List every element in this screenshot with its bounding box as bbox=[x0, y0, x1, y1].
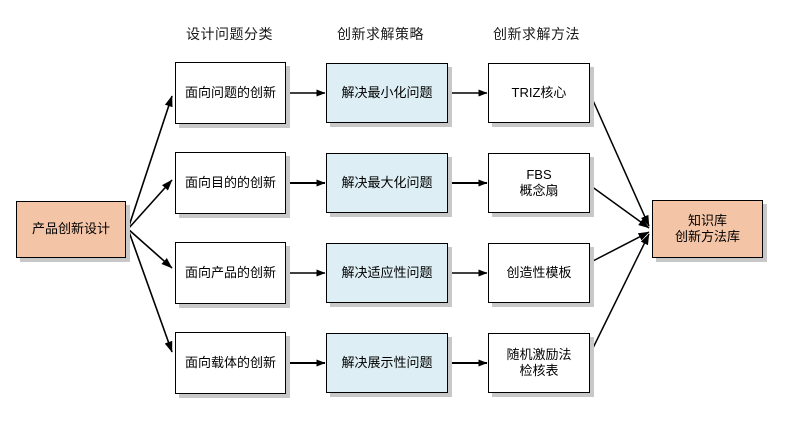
node-solve-maximization-problem[interactable]: 解决最大化问题 bbox=[326, 153, 448, 213]
node-random-stimulus-checklist[interactable]: 随机激励法 检核表 bbox=[488, 333, 590, 393]
node-label-group: 创造性模板 bbox=[506, 265, 571, 281]
edge-group-col1-col2 bbox=[287, 89, 326, 367]
node-knowledge-base-innovation-method-base[interactable]: 知识库 创新方法库 bbox=[652, 200, 763, 258]
node-label: 产品创新设计 bbox=[31, 221, 110, 237]
node-label-line2: 检核表 bbox=[519, 363, 559, 378]
edge-group-fanout bbox=[127, 95, 173, 353]
node-label: 面向载体的创新 bbox=[184, 354, 276, 370]
edge-row2-to-target bbox=[590, 185, 650, 229]
edge-source-to-row3 bbox=[127, 228, 173, 269]
node-creative-template[interactable]: 创造性模板 bbox=[488, 243, 590, 303]
column-header-innovation-solving-strategy: 创新求解策略 bbox=[337, 26, 424, 42]
edge-row1-to-target bbox=[590, 95, 650, 227]
node-product-oriented-innovation[interactable]: 面向产品的创新 bbox=[175, 242, 286, 304]
column-header-innovation-solving-method: 创新求解方法 bbox=[493, 26, 580, 42]
column-header-design-problem-category: 设计问题分类 bbox=[186, 26, 273, 42]
node-solve-presentation-problem[interactable]: 解决展示性问题 bbox=[326, 333, 448, 393]
node-label-line1: FBS bbox=[526, 166, 552, 182]
node-label-group: TRIZ核心 bbox=[512, 85, 567, 101]
node-label-group: FBS 概念扇 bbox=[519, 167, 558, 200]
node-label-line1: 随机激励法 bbox=[506, 346, 572, 362]
edge-source-to-row4 bbox=[127, 228, 173, 353]
node-label: 面向问题的创新 bbox=[184, 84, 276, 100]
node-label-group: 随机激励法 检核表 bbox=[506, 347, 571, 380]
node-triz-core[interactable]: TRIZ核心 bbox=[488, 63, 590, 123]
edge-row4-to-target bbox=[590, 233, 650, 353]
node-label-group: 知识库 创新方法库 bbox=[675, 213, 740, 246]
node-label: 解决最大化问题 bbox=[341, 174, 433, 190]
node-label-line2: 概念扇 bbox=[519, 183, 559, 198]
node-solve-minimization-problem[interactable]: 解决最小化问题 bbox=[326, 63, 448, 123]
edge-row3-to-target bbox=[590, 231, 650, 263]
node-product-innovation-design[interactable]: 产品创新设计 bbox=[16, 201, 126, 258]
node-label: 解决适应性问题 bbox=[341, 264, 433, 280]
edge-group-fanin bbox=[590, 95, 650, 353]
node-label-line1: 知识库 bbox=[687, 212, 727, 228]
edge-source-to-row2 bbox=[127, 179, 173, 230]
node-label: 解决展示性问题 bbox=[341, 354, 433, 370]
node-purpose-oriented-innovation[interactable]: 面向目的的创新 bbox=[175, 152, 286, 214]
node-problem-oriented-innovation[interactable]: 面向问题的创新 bbox=[175, 62, 286, 124]
node-label: 解决最小化问题 bbox=[341, 84, 433, 100]
node-label-line1: 创造性模板 bbox=[506, 264, 572, 280]
node-label-line1: TRIZ核心 bbox=[511, 84, 567, 100]
node-label: 面向目的的创新 bbox=[184, 174, 276, 190]
edge-group-col2-col3 bbox=[449, 89, 488, 367]
node-fbs-concept-fan[interactable]: FBS 概念扇 bbox=[488, 153, 590, 213]
node-label-line2: 创新方法库 bbox=[674, 229, 740, 244]
edge-source-to-row1 bbox=[127, 95, 173, 230]
node-label: 面向产品的创新 bbox=[184, 264, 276, 280]
node-carrier-oriented-innovation[interactable]: 面向载体的创新 bbox=[175, 332, 286, 394]
node-solve-adaptability-problem[interactable]: 解决适应性问题 bbox=[326, 243, 448, 303]
